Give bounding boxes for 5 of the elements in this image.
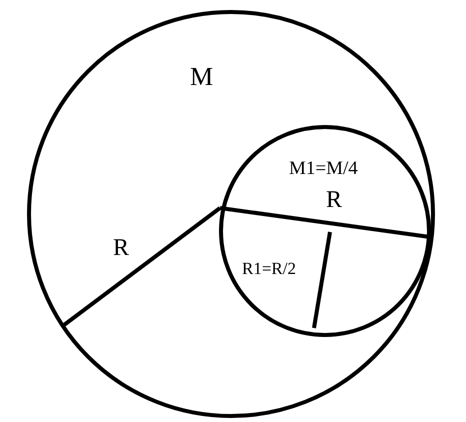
radius-label: R1=R/2 <box>242 260 296 277</box>
mass-label: M <box>190 64 214 90</box>
mass-label: M1=M/4 <box>289 159 358 178</box>
inner-circle <box>219 125 431 337</box>
outer-circle <box>27 10 435 418</box>
